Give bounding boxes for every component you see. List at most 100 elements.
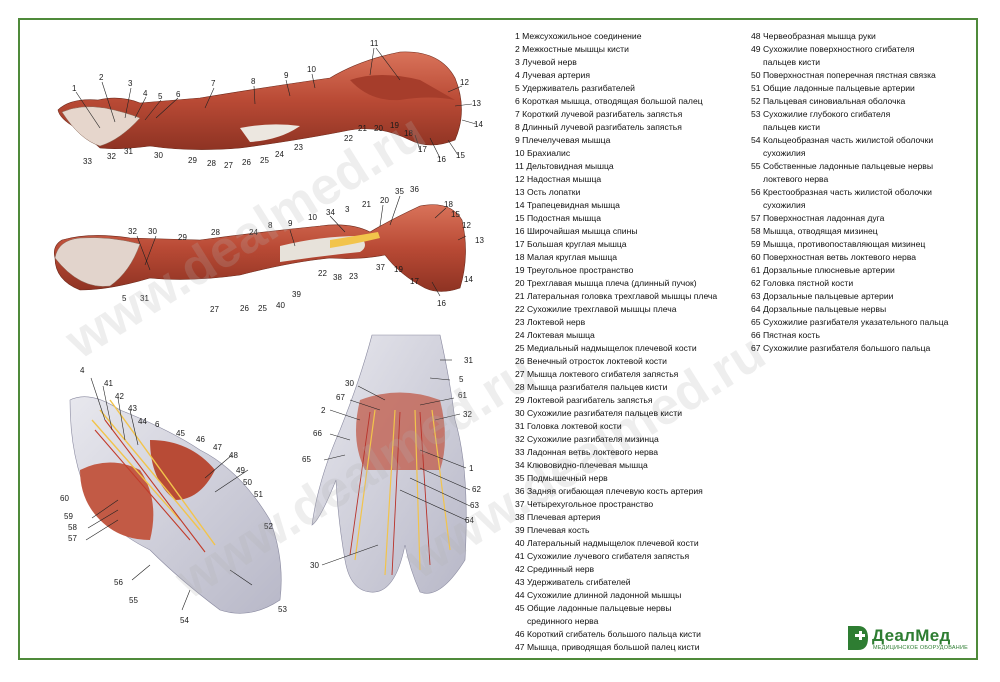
- legend-item: 16 Широчайшая мышца спины: [515, 225, 638, 238]
- fig-label: 23: [294, 143, 303, 152]
- fig-label: 16: [437, 155, 446, 164]
- fig-label: 31: [124, 147, 133, 156]
- legend-number: 42: [515, 564, 525, 574]
- legend-number: 35: [515, 473, 525, 483]
- legend-item: 55 Собственные ладонные пальцевые нервы: [751, 160, 933, 173]
- legend-text: Сухожилие разгибателя большого пальца: [762, 343, 931, 353]
- legend-item: 47 Мышца, приводящая большой палец кисти: [515, 641, 700, 654]
- legend-number: 14: [515, 200, 525, 210]
- fig2-labels: 32 30 29 28 24 8 9 10 34 3 21 20 35 36 1…: [122, 185, 484, 314]
- legend-item: 22 Сухожилие трехглавой мышцы плеча: [515, 303, 677, 316]
- legend-text: Собственные ладонные пальцевые нервы: [762, 161, 933, 171]
- legend-text: Мышца, приводящая большой палец кисти: [526, 642, 700, 652]
- legend-number: 66: [751, 330, 761, 340]
- figure-arm-medial: [54, 204, 466, 292]
- legend-text: Сухожилие поверхностного сгибателя: [762, 44, 915, 54]
- legend-number: 40: [515, 538, 525, 548]
- legend-number: 62: [751, 278, 761, 288]
- legend-text: Поверхностная ветвь локтевого нерва: [762, 252, 917, 262]
- legend-text: Поверхностная поперечная пястная связка: [762, 70, 936, 80]
- legend-item: 3 Лучевой нерв: [515, 56, 577, 69]
- fig-label: 45: [176, 429, 185, 438]
- legend-item: 50 Поверхностная поперечная пястная связ…: [751, 69, 936, 82]
- fig-label: 5: [158, 92, 163, 101]
- legend-number: 48: [751, 31, 761, 41]
- brand-name: ДеалМед: [872, 626, 951, 645]
- fig-label: 10: [308, 213, 317, 222]
- legend-text: Мышца, отводящая мизинец: [762, 226, 878, 236]
- fig-label: 61: [458, 391, 467, 400]
- legend-item: 59 Мышца, противопоставляющая мизинец: [751, 238, 925, 251]
- fig-label: 32: [107, 152, 116, 161]
- legend-text: Брахиалис: [526, 148, 571, 158]
- legend-number: 52: [751, 96, 761, 106]
- fig-label: 31: [140, 294, 149, 303]
- fig-label: 2: [321, 406, 326, 415]
- legend-text: Четырехугольное пространство: [526, 499, 654, 509]
- fig-label: 48: [229, 451, 238, 460]
- legend-item-continuation: срединного нерва: [527, 616, 599, 626]
- legend-number: 60: [751, 252, 761, 262]
- fig-label: 5: [459, 375, 464, 384]
- legend-text: Короткий сгибатель большого пальца кисти: [526, 629, 701, 639]
- fig-label: 26: [242, 158, 251, 167]
- fig-label: 29: [188, 156, 197, 165]
- legend-number: 27: [515, 369, 525, 379]
- fig-label: 16: [437, 299, 446, 308]
- fig-label: 28: [207, 159, 216, 168]
- fig-label: 29: [178, 233, 187, 242]
- fig-label: 27: [224, 161, 233, 170]
- fig-label: 50: [243, 478, 252, 487]
- fig-label: 58: [68, 523, 77, 532]
- fig-label: 46: [196, 435, 205, 444]
- fig-label: 18: [404, 129, 413, 138]
- fig-label: 1: [72, 84, 77, 93]
- fig-label: 1: [469, 464, 474, 473]
- legend-item: 20 Трехглавая мышца плеча (длинный пучок…: [515, 277, 697, 290]
- legend-text: Задняя огибающая плечевую кость артерия: [526, 486, 703, 496]
- legend-number: 51: [751, 83, 761, 93]
- legend-text: Мышца, противопоставляющая мизинец: [762, 239, 926, 249]
- fig-label: 6: [176, 90, 181, 99]
- fig-label: 34: [326, 208, 335, 217]
- legend-text: Медиальный надмыщелок плечевой кости: [526, 343, 697, 353]
- legend-item-continuation: пальцев кисти: [763, 57, 821, 67]
- legend-item: 18 Малая круглая мышца: [515, 251, 617, 264]
- legend-item: 43 Удерживатель сгибателей: [515, 576, 631, 589]
- legend-item: 54 Кольцеобразная часть жилистой оболочк…: [751, 134, 933, 147]
- legend-number: 24: [515, 330, 525, 340]
- fig-label: 13: [472, 99, 481, 108]
- fig-label: 3: [128, 79, 133, 88]
- legend-item: 17 Большая круглая мышца: [515, 238, 627, 251]
- legend-text: Поверхностная ладонная дуга: [762, 213, 885, 223]
- fig-label: 38: [333, 273, 342, 282]
- legend-item: 25 Медиальный надмыщелок плечевой кости: [515, 342, 697, 355]
- legend-item: 5 Удерживатель разгибателей: [515, 82, 635, 95]
- legend-text: Пальцевая синовиальная оболочка: [762, 96, 906, 106]
- legend-item: 42 Срединный нерв: [515, 563, 594, 576]
- legend-number: 45: [515, 603, 525, 613]
- fig-label: 22: [344, 134, 353, 143]
- fig-label: 64: [465, 516, 474, 525]
- legend-text: Надостная мышца: [526, 174, 602, 184]
- fig-label: 26: [240, 304, 249, 313]
- legend-item: 40 Латеральный надмыщелок плечевой кости: [515, 537, 699, 550]
- legend-number: 64: [751, 304, 761, 314]
- fig1-labels: 1 2 3 4 5 6 7 8 9 10 11 12 13 14 15 16 1…: [72, 39, 483, 170]
- legend-number: 65: [751, 317, 761, 327]
- legend-item: 51 Общие ладонные пальцевые артерии: [751, 82, 915, 95]
- fig-label: 21: [358, 124, 367, 133]
- legend-number: 46: [515, 629, 525, 639]
- legend-item: 61 Дорзальные плюсневые артерии: [751, 264, 895, 277]
- legend-number: 8: [515, 122, 520, 132]
- legend-item: 39 Плечевая кость: [515, 524, 590, 537]
- cross-d-icon: [848, 626, 868, 650]
- fig-label: 9: [284, 71, 289, 80]
- legend-text: Мышца разгибателя пальцев кисти: [526, 382, 668, 392]
- fig-label: 14: [474, 120, 483, 129]
- legend-number: 58: [751, 226, 761, 236]
- legend-item: 60 Поверхностная ветвь локтевого нерва: [751, 251, 916, 264]
